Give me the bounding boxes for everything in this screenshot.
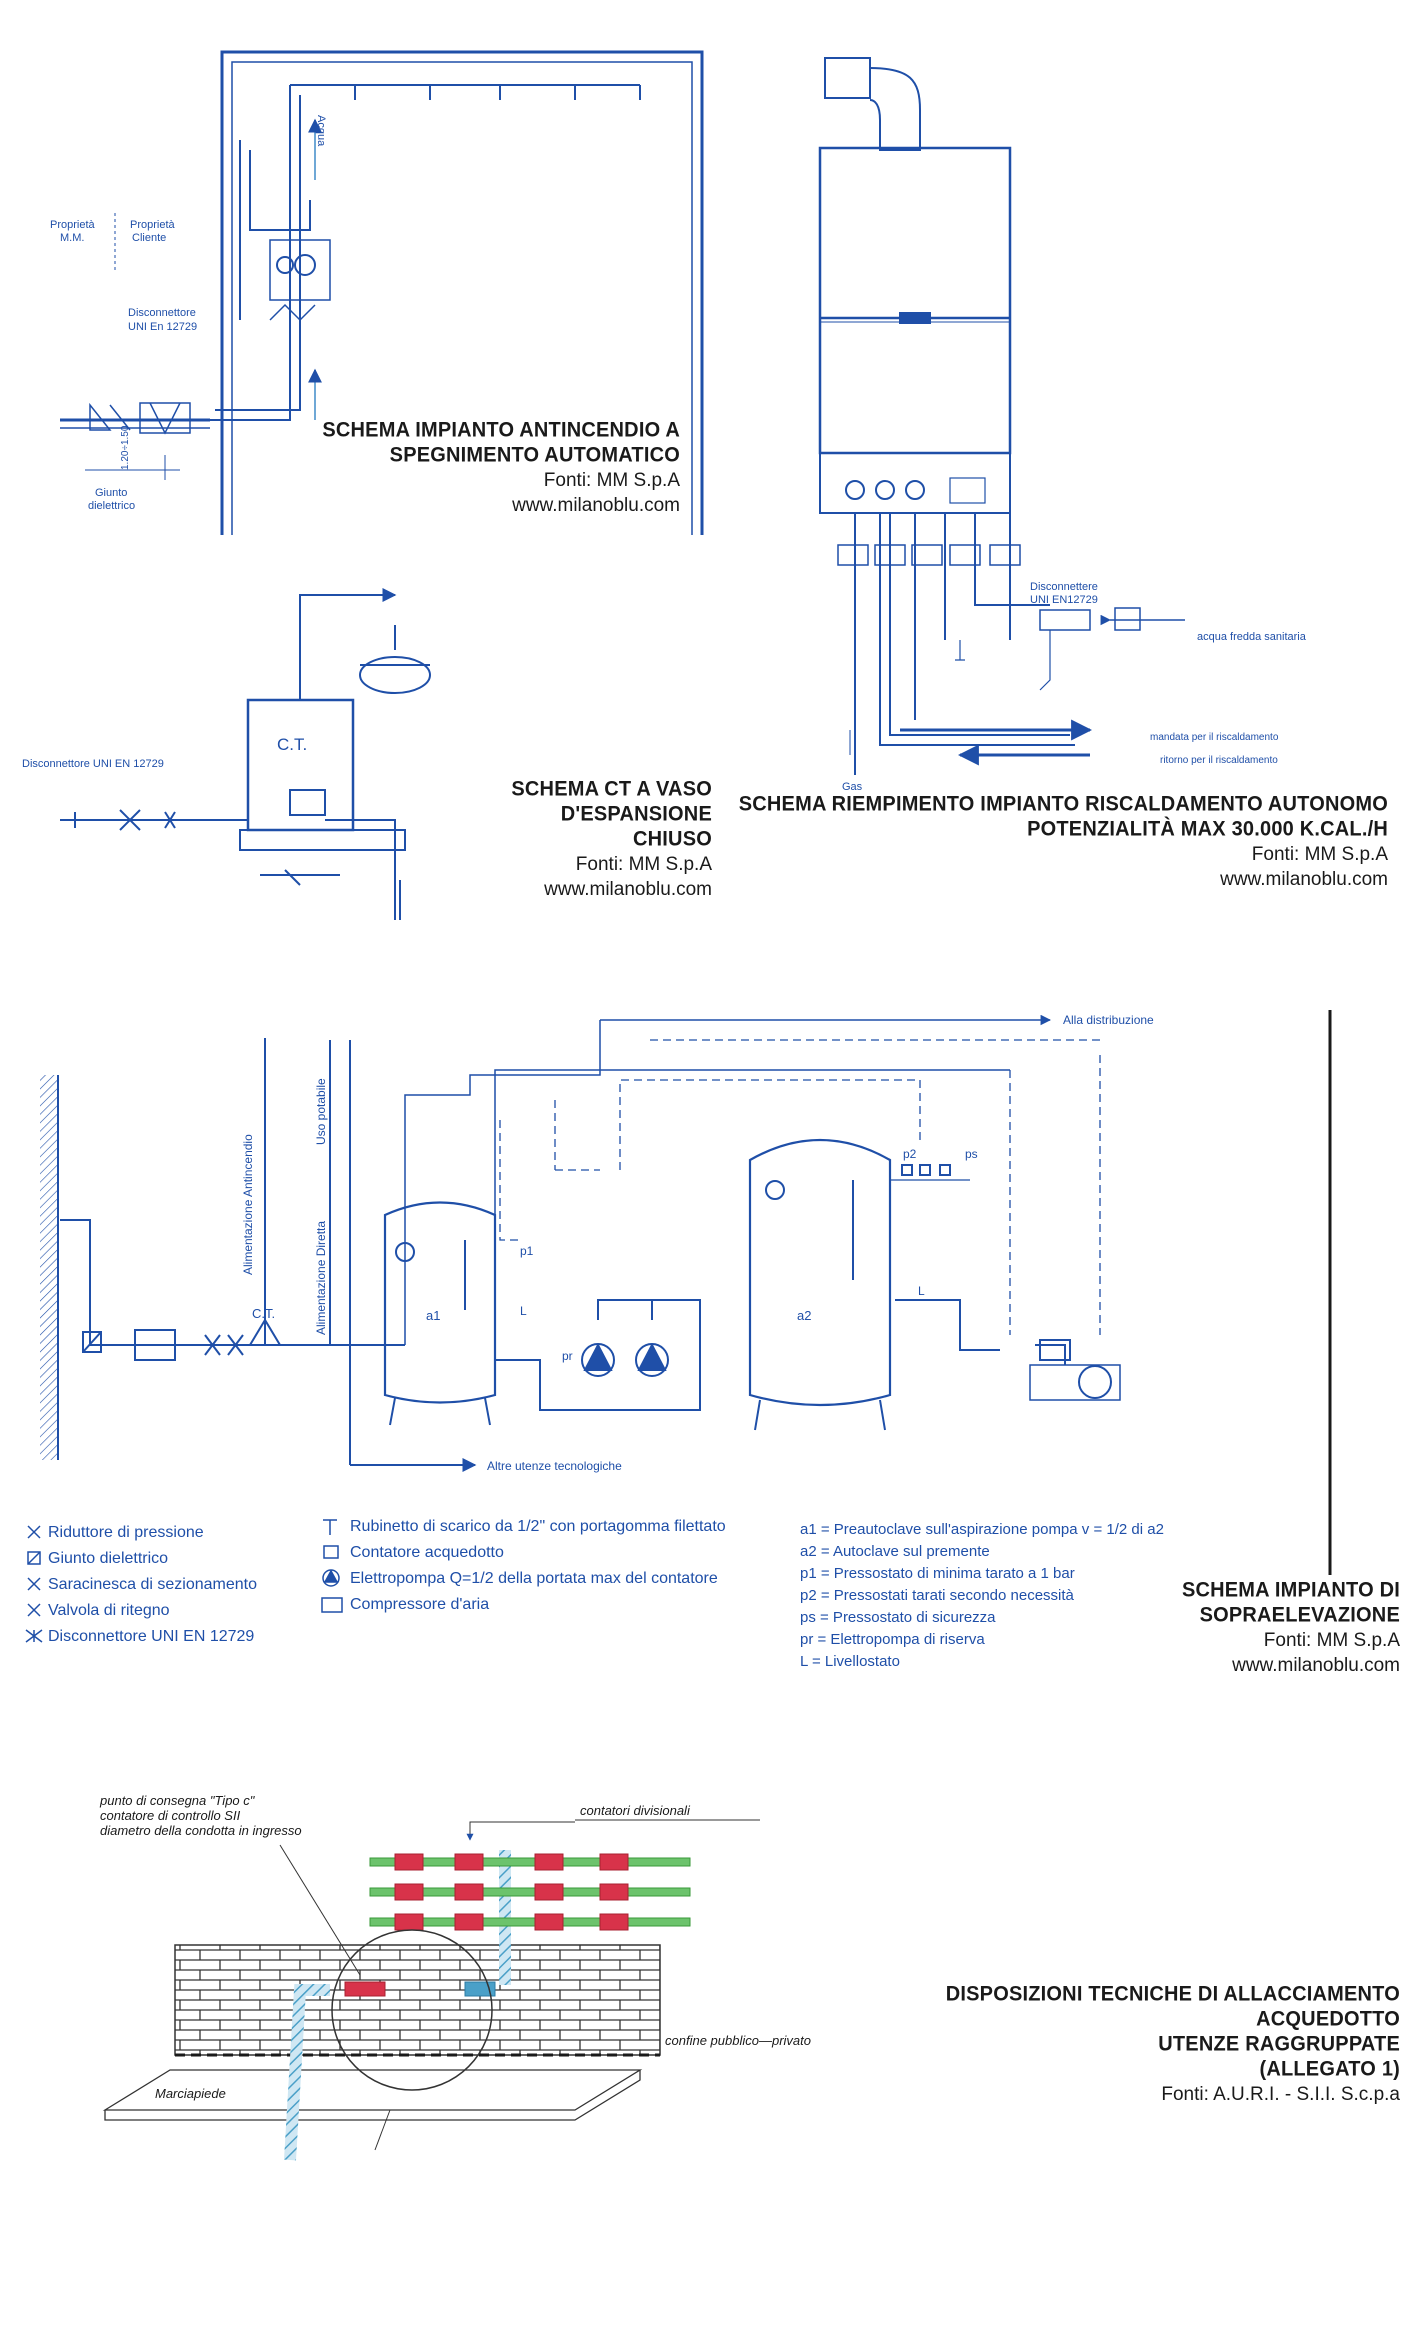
label-proprieta-mm-1: Proprietà — [50, 219, 96, 231]
title-line: ACQUEDOTTO — [1256, 2007, 1400, 2031]
legend-item: ps = Pressostato di sicurezza — [800, 1608, 996, 1626]
label-L-a2: L — [918, 1284, 925, 1298]
title-line: UTENZE RAGGRUPPATE — [1158, 2032, 1400, 2056]
url-text: www.milanoblu.com — [512, 495, 680, 516]
title-block-sopraelevazione: SCHEMA IMPIANTO DI SOPRAELEVAZIONE Fonti… — [1060, 1578, 1400, 1678]
label-punto-1: punto di consegna "Tipo c" — [99, 1793, 256, 1808]
legend-item: pr = Elettropompa di riserva — [800, 1630, 985, 1648]
panel-sopraelevazione-diagram — [25, 1010, 1332, 1643]
panel-riscaldamento-labels: Disconnettere UNI EN12729 acqua fredda s… — [842, 581, 1307, 793]
url-text: www.milanoblu.com — [1220, 869, 1388, 890]
label-ritorno: ritorno per il riscaldamento — [1160, 755, 1278, 766]
title-block-antincendio: SCHEMA IMPIANTO ANTINCENDIO A SPEGNIMENT… — [260, 418, 680, 518]
label-alim-diretta: Alimentazione Diretta — [314, 1221, 328, 1335]
title-line: CHIUSO — [633, 827, 712, 851]
panel-sopraelevazione-labels: Alla distribuzione Altre utenze tecnolog… — [241, 1013, 1154, 1473]
label-a1: a1 — [426, 1308, 440, 1323]
label-giunto-1: Giunto — [95, 487, 127, 499]
label-ct-disconnettore: Disconnettore UNI EN 12729 — [22, 758, 164, 770]
label-disconnettore-1: Disconnettore — [128, 307, 196, 319]
source-text: Fonti: MM S.p.A — [1263, 1630, 1400, 1651]
url-text: www.milanoblu.com — [1232, 1655, 1400, 1676]
legend-symbols-middle: Rubinetto di scarico da 1/2" con portago… — [350, 1514, 726, 1618]
label-proprieta-cliente-2: Cliente — [132, 232, 166, 244]
label-acqua: Acqua — [315, 115, 327, 147]
title-line: POTENZIALITÀ MAX 30.000 K.CAL./H — [1027, 817, 1388, 841]
label-alla-distribuzione: Alla distribuzione — [1063, 1013, 1154, 1027]
label-pr: pr — [562, 1349, 573, 1363]
legend-item: a1 = Preautoclave sull'aspirazione pompa… — [800, 1520, 1164, 1538]
title-line: DISPOSIZIONI TECNICHE DI ALLACCIAMENTO — [945, 1982, 1400, 2006]
title-line: SCHEMA IMPIANTO ANTINCENDIO A — [322, 418, 680, 442]
label-L-a1: L — [520, 1304, 527, 1318]
title-block-riscaldamento: SCHEMA RIEMPIMENTO IMPIANTO RISCALDAMENT… — [700, 792, 1388, 892]
panel-allacciamento-labels: punto di consegna "Tipo c" contatore di … — [99, 1793, 811, 2101]
legend-item: a2 = Autoclave sul premente — [800, 1542, 990, 1560]
legend-abbreviations: a1 = Preautoclave sull'aspirazione pompa… — [800, 1518, 1164, 1672]
label-giunto-2: dielettrico — [88, 500, 135, 512]
legend-item: Disconnettore UNI EN 12729 — [48, 1628, 255, 1645]
legend-item: L = Livellostato — [800, 1652, 900, 1670]
label-confine: confine pubblico—privato — [665, 2033, 811, 2048]
label-ps: ps — [965, 1147, 978, 1161]
label-a2: a2 — [797, 1308, 811, 1323]
panel-allacciamento-diagram — [102, 1819, 760, 2161]
label-marciapiede: Marciapiede — [155, 2086, 226, 2101]
label-contatori: contatori divisionali — [580, 1803, 691, 1818]
legend-item: Contatore acquedotto — [350, 1544, 504, 1561]
legend-item: Saracinesca di sezionamento — [48, 1576, 258, 1593]
title-line: SOPRAELEVAZIONE — [1199, 1603, 1400, 1627]
legend-item: Valvola di ritegno — [48, 1602, 170, 1619]
legend-item: Elettropompa Q=1/2 della portata max del… — [350, 1570, 718, 1587]
label-alim-antincendio: Alimentazione Antincendio — [241, 1134, 255, 1275]
legend-item: Compressore d'aria — [350, 1596, 490, 1613]
title-line: SCHEMA IMPIANTO DI — [1181, 1578, 1400, 1602]
source-text: Fonti: MM S.p.A — [1251, 844, 1388, 865]
panel-riscaldamento-diagram — [818, 57, 1185, 775]
legend-item: Giunto dielettrico — [48, 1550, 169, 1567]
legend-item: Rubinetto di scarico da 1/2" con portago… — [350, 1518, 726, 1535]
title-line: SCHEMA CT A VASO — [511, 777, 712, 801]
url-text: www.milanoblu.com — [544, 879, 712, 900]
legend-symbols-left: Riduttore di pressione Giunto dielettric… — [48, 1520, 257, 1650]
label-altre-utenze: Altre utenze tecnologiche — [487, 1459, 622, 1473]
label-p1: p1 — [520, 1244, 534, 1258]
title-line: D'ESPANSIONE — [560, 802, 712, 826]
label-disconnettore-2: UNI En 12729 — [128, 321, 197, 333]
label-disconnettere-1: Disconnettere — [1030, 581, 1098, 593]
title-block-ct: SCHEMA CT A VASO D'ESPANSIONE CHIUSO Fon… — [410, 777, 712, 902]
label-p2: p2 — [903, 1147, 917, 1161]
title-line: (ALLEGATO 1) — [1259, 2057, 1400, 2081]
label-mandata: mandata per il riscaldamento — [1150, 732, 1279, 743]
source-text: Fonti: A.U.R.I. - S.I.I. S.c.p.a — [1161, 2084, 1400, 2105]
label-proprieta-cliente-1: Proprietà — [130, 219, 176, 231]
legend-item: p1 = Pressostato di minima tarato a 1 ba… — [800, 1564, 1075, 1582]
title-line: SCHEMA RIEMPIMENTO IMPIANTO RISCALDAMENT… — [738, 792, 1388, 816]
label-uso-potabile: Uso potabile — [314, 1078, 328, 1145]
legend-item: p2 = Pressostati tarati secondo necessit… — [800, 1586, 1074, 1604]
label-ct-valve: C.T. — [252, 1306, 275, 1321]
title-line: SPEGNIMENTO AUTOMATICO — [389, 443, 680, 467]
panel-ct-diagram — [60, 588, 432, 920]
panel-antincendio-labels: Proprietà M.M. Proprietà Cliente Disconn… — [50, 115, 327, 512]
label-ct-box: C.T. — [277, 735, 307, 754]
label-acqua-fredda: acqua fredda sanitaria — [1197, 631, 1307, 643]
label-disconnettere-2: UNI EN12729 — [1030, 594, 1098, 606]
source-text: Fonti: MM S.p.A — [575, 854, 712, 875]
source-text: Fonti: MM S.p.A — [543, 470, 680, 491]
label-punto-2: contatore di controllo SII — [100, 1808, 241, 1823]
legend-item: Riduttore di pressione — [48, 1524, 204, 1541]
title-block-allacciamento: DISPOSIZIONI TECNICHE DI ALLACCIAMENTO A… — [900, 1982, 1400, 2107]
label-gas: Gas — [842, 781, 863, 793]
panel-antincendio-diagram — [60, 50, 704, 535]
panel-ct-labels: Disconnettore UNI EN 12729 C.T. — [22, 735, 307, 770]
label-quota: 1.20÷1.50 — [120, 425, 131, 470]
label-punto-3: diametro della condotta in ingresso — [100, 1823, 302, 1838]
label-proprieta-mm-2: M.M. — [60, 232, 84, 244]
